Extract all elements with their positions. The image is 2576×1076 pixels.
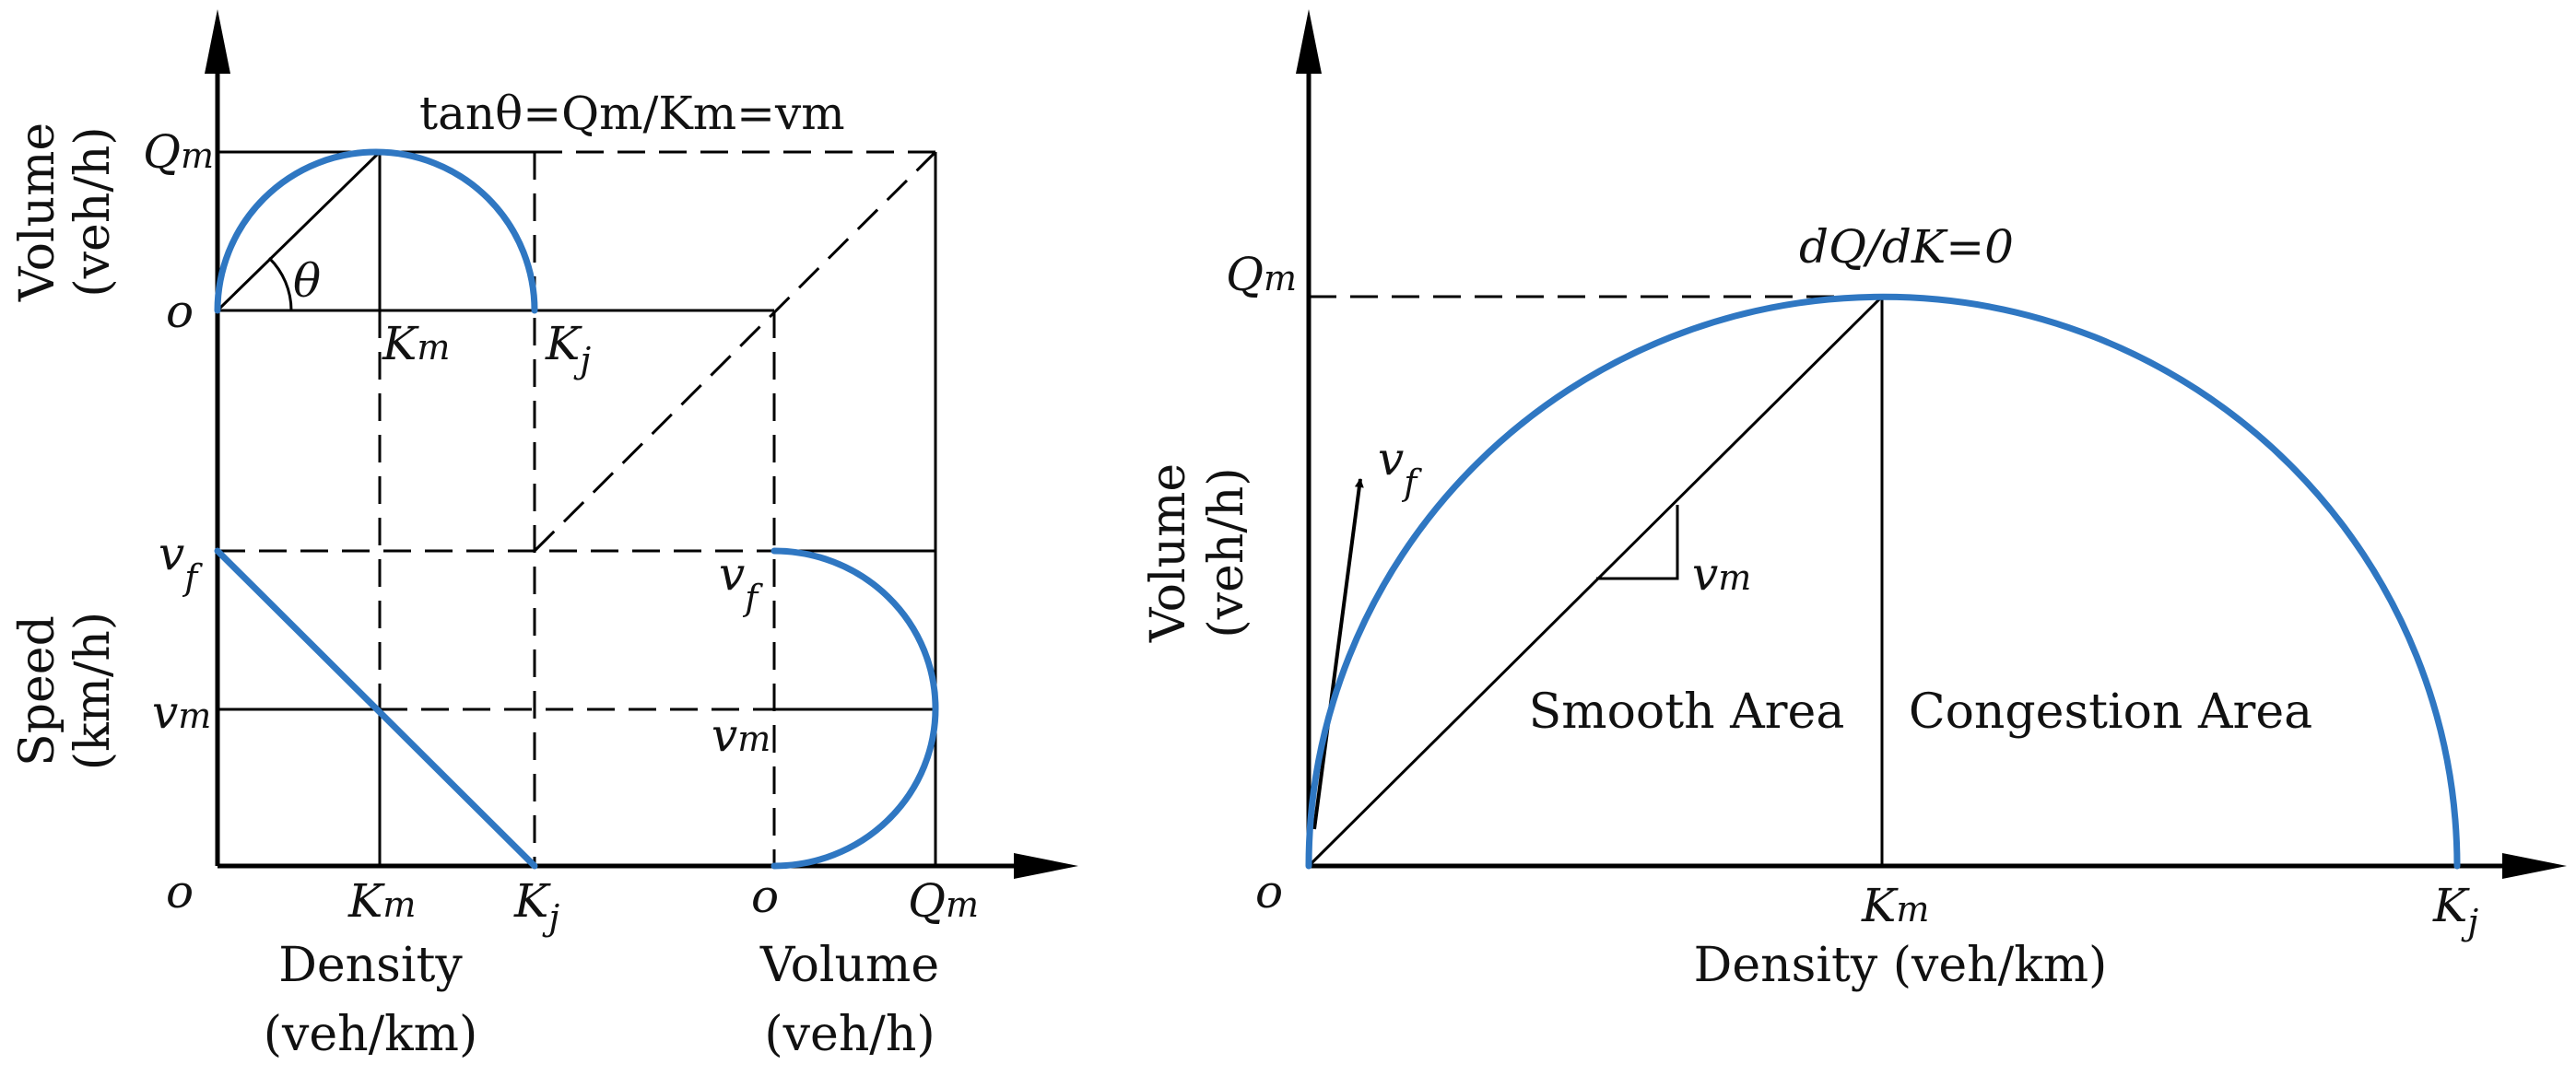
left-speed-ylabel-1: Speed (10, 615, 65, 766)
middle-vm-label: vm (712, 708, 770, 762)
left-vm-label: vm (152, 685, 211, 739)
right-density-xlabel: Density (veh/km) (1694, 938, 2108, 993)
left-volume-xlabel-1: Volume (759, 938, 939, 993)
left-vf-label: vf (159, 527, 203, 598)
tangent-theta-line (216, 150, 382, 312)
left-density-xlabel-1: Density (278, 938, 463, 993)
right-km-label: Km (1861, 879, 1929, 932)
left-qm-label: Qm (143, 125, 214, 179)
volume-origin-label: o (751, 870, 779, 923)
left-kj-bottom-label: Kj (513, 874, 559, 938)
left-volume-ylabel-1: Volume (10, 123, 65, 302)
theta-label: θ (293, 254, 321, 308)
right-vm-chord (1307, 295, 1884, 868)
tan-theta-formula: tanθ=Qm/Km=vm (419, 87, 845, 140)
diagonal-dashed-line (533, 150, 937, 553)
left-density-xlabel-2: (veh/km) (264, 1007, 478, 1062)
left-volume-xlabel-2: (veh/h) (764, 1007, 935, 1062)
right-qm-label: Qm (1226, 248, 1297, 301)
right-vm-label: vm (1692, 547, 1751, 601)
theta-arc (267, 256, 293, 311)
bottom-qm-label: Qm (908, 874, 979, 928)
left-x-axis-arrow (1014, 853, 1078, 879)
left-figure: tanθ=Qm/Km=vm Volume (veh/h) Speed (km/h… (10, 9, 1078, 1062)
right-q-k-curve (1305, 293, 2461, 870)
v-q-curve (770, 547, 939, 870)
left-origin-bottom: o (166, 865, 194, 918)
left-km-bottom-label: Km (347, 874, 416, 928)
q-k-curve (214, 148, 538, 314)
vf-tangent-arrow (1312, 478, 1364, 830)
right-y-axis-arrow (1296, 9, 1322, 74)
right-origin-label: o (1255, 865, 1283, 918)
v-k-line (214, 547, 538, 870)
smooth-area-label: Smooth Area (1529, 684, 1845, 740)
congestion-area-label: Congestion Area (1909, 684, 2312, 740)
right-x-axis-arrow (2502, 853, 2567, 879)
left-kj-top-label: Kj (545, 317, 591, 380)
left-y-axis-arrow (205, 9, 230, 74)
left-speed-ylabel-2: (km/h) (65, 612, 121, 770)
left-km-top-label: Km (382, 317, 450, 370)
right-kj-label: Kj (2432, 879, 2478, 942)
right-figure: dQ/dK=0 Smooth Area Congestion Area Volu… (1141, 9, 2567, 993)
vm-slope-triangle (1596, 505, 1679, 580)
right-volume-ylabel-1: Volume (1141, 463, 1196, 643)
right-vf-label: vf (1378, 432, 1422, 503)
middle-vf-label: vf (719, 547, 763, 618)
left-volume-ylabel-2: (veh/h) (65, 126, 121, 297)
left-origin-top: o (166, 285, 194, 338)
right-volume-ylabel-2: (veh/h) (1199, 467, 1254, 637)
dq-dk-annotation: dQ/dK=0 (1799, 220, 2014, 274)
